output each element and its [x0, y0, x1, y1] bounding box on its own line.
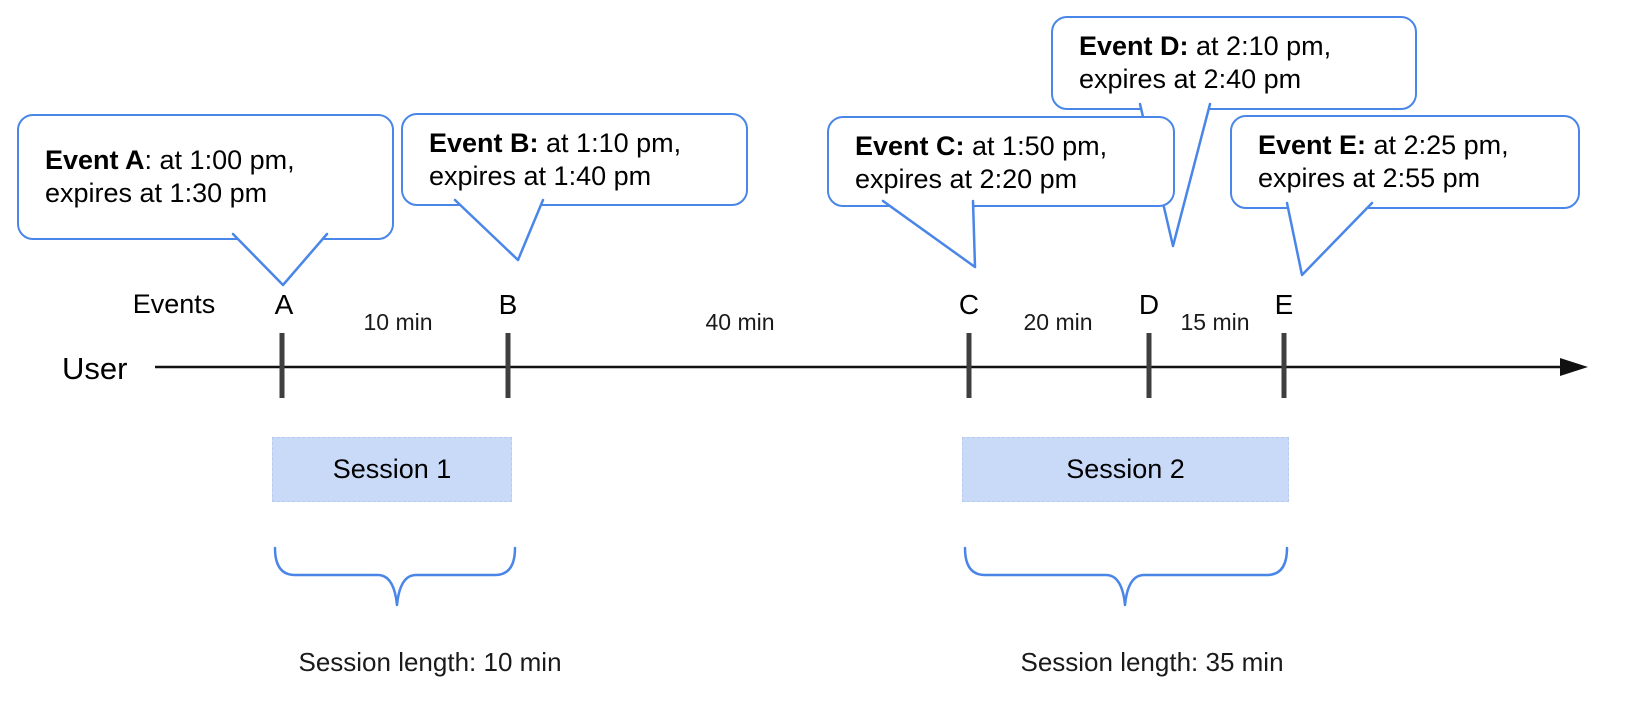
session-2-label: Session 2 — [1066, 454, 1185, 484]
event-d-text: Event D: at 2:10 pm,expires at 2:40 pm — [1079, 31, 1332, 94]
timeline-arrowhead-icon — [1560, 358, 1588, 376]
tick-label-a: A — [274, 289, 294, 320]
event-b-title: Event B: — [429, 128, 539, 158]
session-1-label: Session 1 — [332, 454, 452, 484]
session-2-brace — [963, 546, 1289, 607]
event-a-callout: Event A: at 1:00 pm,expires at 1:30 pm — [17, 114, 394, 240]
event-a-title: Event A — [45, 145, 145, 175]
session-2-box: Session 2 — [962, 437, 1289, 502]
event-b-callout-tail — [453, 198, 545, 262]
event-c-text: Event C: at 1:50 pm,expires at 2:20 pm — [855, 131, 1108, 194]
tick-label-d: D — [1138, 289, 1160, 320]
event-a-callout-tail — [231, 232, 329, 287]
tick-label-b: B — [498, 289, 518, 320]
timeline-axis — [155, 333, 1588, 398]
tick-mark-a — [279, 333, 285, 398]
session-1-box: Session 1 — [272, 437, 512, 502]
event-c-callout: Event C: at 1:50 pm,expires at 2:20 pm — [827, 116, 1175, 207]
event-c-title: Event C: — [855, 131, 965, 161]
session-braces — [273, 546, 1289, 607]
interval-c-d: 20 min — [1023, 309, 1093, 335]
event-c-callout-tail — [881, 199, 977, 269]
events-axis-label: Events — [132, 289, 216, 319]
event-e-callout-tail — [1285, 201, 1374, 277]
tick-mark-b — [505, 333, 511, 398]
session-2-length-label: Session length: 35 min — [1020, 647, 1284, 677]
interval-d-e: 15 min — [1180, 309, 1250, 335]
tick-mark-d — [1146, 333, 1152, 398]
event-a-text: Event A: at 1:00 pm,expires at 1:30 pm — [45, 145, 295, 208]
event-b-text: Event B: at 1:10 pm,expires at 1:40 pm — [429, 128, 682, 191]
session-1-length-label: Session length: 10 min — [298, 647, 562, 677]
event-b-callout: Event B: at 1:10 pm,expires at 1:40 pm — [401, 113, 748, 206]
event-e-title: Event E: — [1258, 130, 1367, 160]
tick-label-e: E — [1274, 289, 1294, 320]
event-e-text: Event E: at 2:25 pm,expires at 2:55 pm — [1258, 130, 1509, 193]
interval-a-b: 10 min — [363, 309, 433, 335]
interval-b-c: 40 min — [705, 309, 775, 335]
user-axis-label: User — [62, 351, 128, 386]
tick-label-c: C — [958, 289, 980, 320]
session-1-brace — [273, 546, 517, 607]
tick-mark-e — [1281, 333, 1287, 398]
event-e-callout: Event E: at 2:25 pm,expires at 2:55 pm — [1230, 115, 1580, 209]
tick-mark-c — [966, 333, 972, 398]
event-d-title: Event D: — [1079, 31, 1189, 61]
event-d-callout: Event D: at 2:10 pm,expires at 2:40 pm — [1051, 16, 1417, 110]
